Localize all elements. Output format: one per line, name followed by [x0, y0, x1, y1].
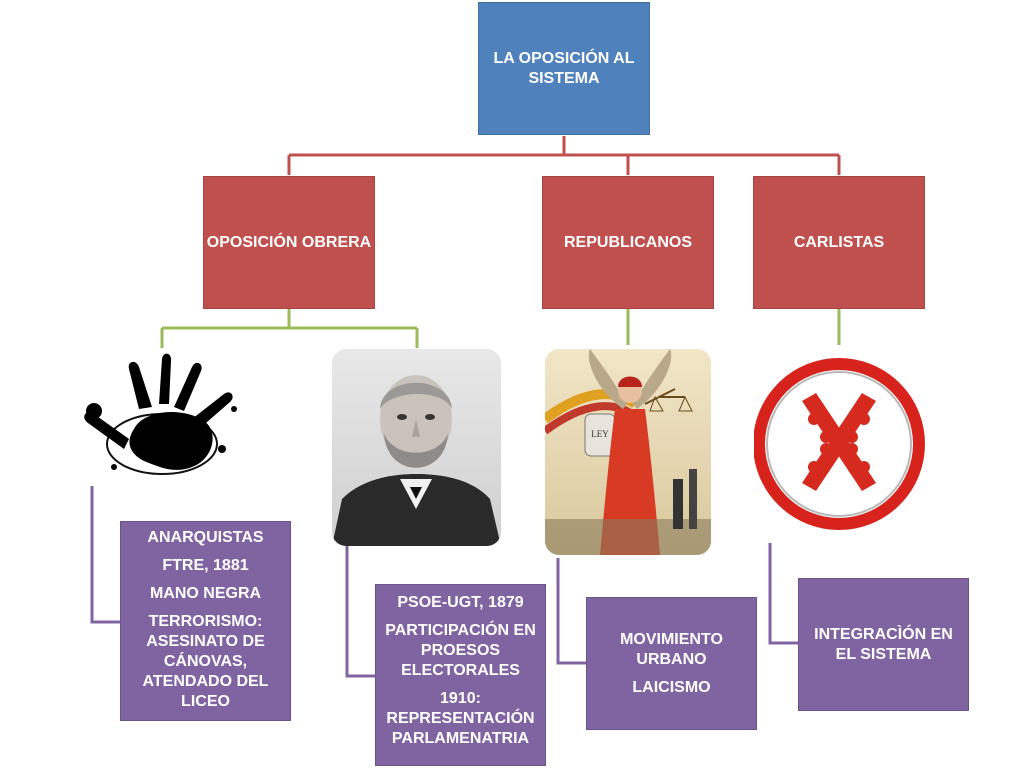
image-detail-connectors	[90, 486, 798, 678]
portrait-image	[332, 349, 501, 546]
wing-right-shape	[633, 349, 672, 409]
beard-shape	[384, 434, 448, 468]
detail-line: PSOE-UGT, 1879	[397, 594, 524, 611]
carlist-cross-image	[754, 349, 925, 543]
root-node: LA OPOSICIÓN AL SISTEMA	[478, 2, 650, 135]
detail-line: PARTICIPACIÓN EN PROESOS ELECTORALES	[385, 622, 536, 679]
detail-line: MANO NEGRA	[149, 585, 262, 602]
coat-shape	[332, 474, 501, 546]
black-hand-image	[74, 349, 250, 486]
root-connectors	[287, 136, 841, 175]
burgundy-cross-icon	[802, 393, 876, 491]
detail-line: INTEGRACÌÓN EN EL SISTEMA	[814, 625, 953, 663]
branch-republicanos: REPUBLICANOS	[542, 176, 714, 309]
svg-text:LEY: LEY	[591, 429, 609, 439]
wing-left-shape	[588, 349, 627, 409]
detail-republicanos: MOVIMIENTO URBANO LAICISMO	[586, 597, 757, 730]
detail-psoe: PSOE-UGT, 1879 PARTICIPACIÓN EN PROESOS …	[375, 584, 546, 766]
detail-line: ANARQUISTAS	[147, 529, 264, 546]
branch-carlistas: CARLISTAS	[753, 176, 925, 309]
detail-line: 1910: REPRESENTACIÓN PARLAMENATRIA	[386, 690, 535, 747]
republic-allegory-image: LEY	[545, 349, 711, 555]
branch-label: REPUBLICANOS	[563, 233, 692, 251]
black-hand-icon	[84, 353, 237, 470]
detail-line: FTRE, 1881	[162, 557, 249, 574]
robe-shape	[600, 409, 660, 555]
branch-label: OPOSICIÓN OBRERA	[206, 233, 372, 251]
detail-line: TERRORISMO: ASESINATO DE CÁNOVAS, ATENDA…	[142, 613, 269, 710]
detail-line: MOVIMIENTO URBANO	[620, 630, 723, 668]
root-title: LA OPOSICIÓN AL SISTEMA	[493, 49, 635, 87]
branch-oposicion-obrera: OPOSICIÓN OBRERA	[203, 176, 375, 309]
branch-label: CARLISTAS	[793, 233, 885, 251]
detail-line: LAICISMO	[632, 678, 711, 696]
branch-image-connectors	[160, 309, 841, 348]
detail-anarquistas: ANARQUISTAS FTRE, 1881 MANO NEGRA TERROR…	[120, 521, 291, 721]
detail-carlistas: INTEGRACÌÓN EN EL SISTEMA	[798, 578, 969, 711]
